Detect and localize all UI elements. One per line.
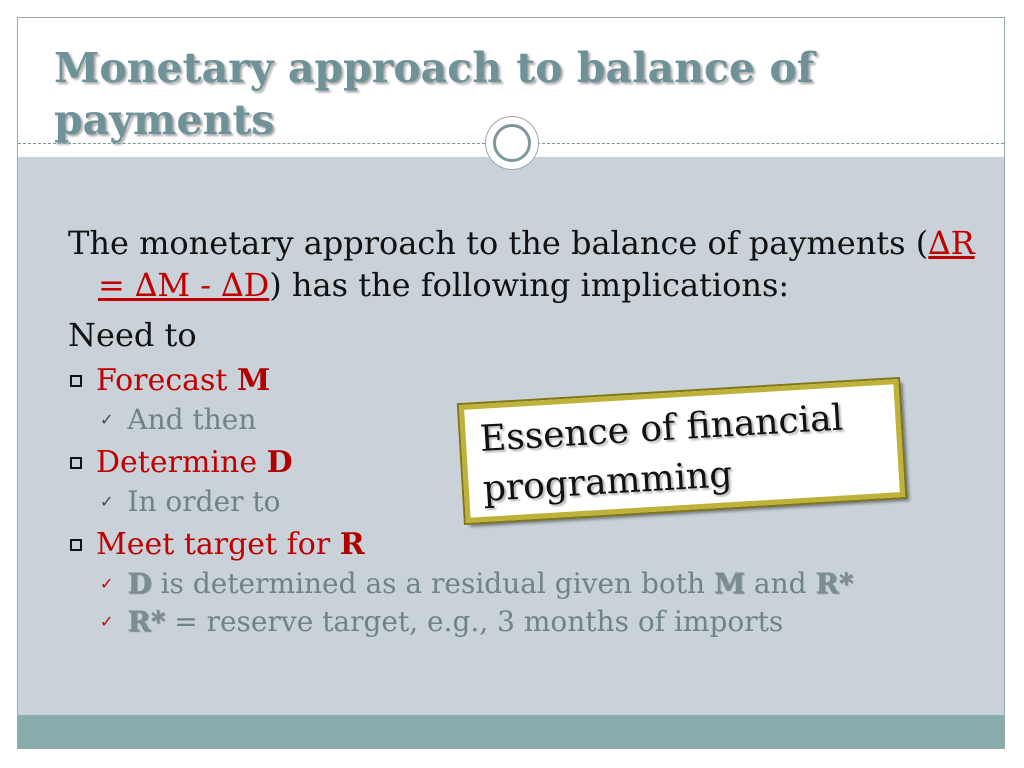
bullet-meet-target: Meet target for R [68, 526, 988, 564]
square-bullet-icon [70, 457, 82, 469]
slide-title: Monetary approach to balance of payments [54, 44, 815, 144]
intro-text: The monetary approach to the balance of … [68, 224, 929, 262]
check-icon: ✓ [100, 492, 114, 511]
bullet-bold: D [266, 445, 293, 480]
callout-text: Essence of financial programming [478, 397, 845, 510]
note-d-residual: ✓ D is determined as a residual given bot… [100, 566, 988, 602]
square-bullet-icon [70, 375, 82, 387]
check-icon: ✓ [100, 410, 114, 429]
note-reserve-target: ✓ R* = reserve target, e.g., 3 months of … [100, 604, 988, 640]
formula: ∆R = ∆M - ∆D [98, 224, 975, 304]
bullet-bold: R [339, 527, 365, 562]
check-icon: ✓ [100, 574, 114, 593]
circle-ornament-icon [485, 116, 539, 170]
intro-tail: ) has the following implications: [269, 266, 790, 304]
note-m: M [713, 567, 745, 600]
sub-bullet-and-then: ✓ And then [100, 402, 988, 438]
note-text: is determined as a residual given both [151, 567, 714, 600]
check-icon: ✓ [100, 612, 114, 631]
sub-bullet-text: And then [127, 403, 257, 436]
square-bullet-icon [70, 539, 82, 551]
note-r: R* [815, 567, 854, 600]
intro-paragraph: The monetary approach to the balance of … [68, 222, 988, 306]
need-to-label: Need to [68, 316, 197, 354]
bullet-determine: Determine D [68, 444, 988, 482]
note-lead: R* [127, 605, 166, 638]
sub-bullet-text: In order to [127, 485, 281, 518]
note-and: and [744, 567, 816, 600]
slide-body: The monetary approach to the balance of … [68, 222, 988, 642]
bullet-label: Determine [96, 445, 258, 480]
sub-bullet-in-order-to: ✓ In order to [100, 484, 988, 520]
bullet-forecast: Forecast M [68, 362, 988, 400]
note-text: = reserve target, e.g., 3 months of impo… [165, 605, 784, 638]
note-lead: D [127, 567, 152, 600]
bullet-bold: M [237, 363, 271, 398]
footer-bar [18, 715, 1004, 748]
bullet-label: Forecast [96, 363, 228, 398]
bullet-label: Meet target for [96, 527, 331, 562]
